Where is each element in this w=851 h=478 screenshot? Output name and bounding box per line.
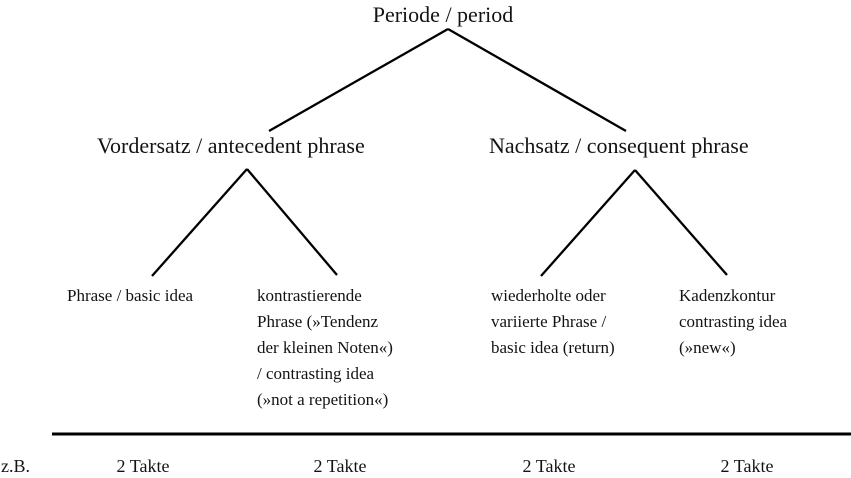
- root-to-consequent-line: [447, 28, 627, 132]
- antecedent-to-contrasting-idea-line: [246, 168, 338, 276]
- node-antecedent-phrase: Vordersatz / antecedent phrase: [97, 133, 365, 158]
- leaf-basic-idea: Phrase / basic idea: [67, 286, 194, 305]
- consequent-to-cadence-contour-line: [634, 169, 728, 276]
- measure-count-label-1: 2 Takte: [116, 456, 170, 476]
- leaf-basic-idea-return: wiederholte oder variierte Phrase / basi…: [491, 286, 615, 357]
- node-consequent-phrase: Nachsatz / consequent phrase: [489, 133, 749, 158]
- measure-count-label-2: 2 Takte: [313, 456, 367, 476]
- example-abbreviation-label: z.B.: [1, 456, 30, 476]
- consequent-to-basic-idea-return-line: [540, 169, 636, 277]
- measure-count-label-3: 2 Takte: [522, 456, 576, 476]
- leaf-contrasting-idea: kontrastierende Phrase (»Tendenz der kle…: [257, 286, 393, 409]
- root-to-antecedent-line: [268, 28, 449, 132]
- leaf-cadence-contour: Kadenzkontur contrasting idea (»new«): [679, 286, 788, 357]
- root-node-period: Periode / period: [372, 2, 514, 27]
- antecedent-to-basic-idea-line: [151, 168, 248, 277]
- measure-count-label-4: 2 Takte: [720, 456, 774, 476]
